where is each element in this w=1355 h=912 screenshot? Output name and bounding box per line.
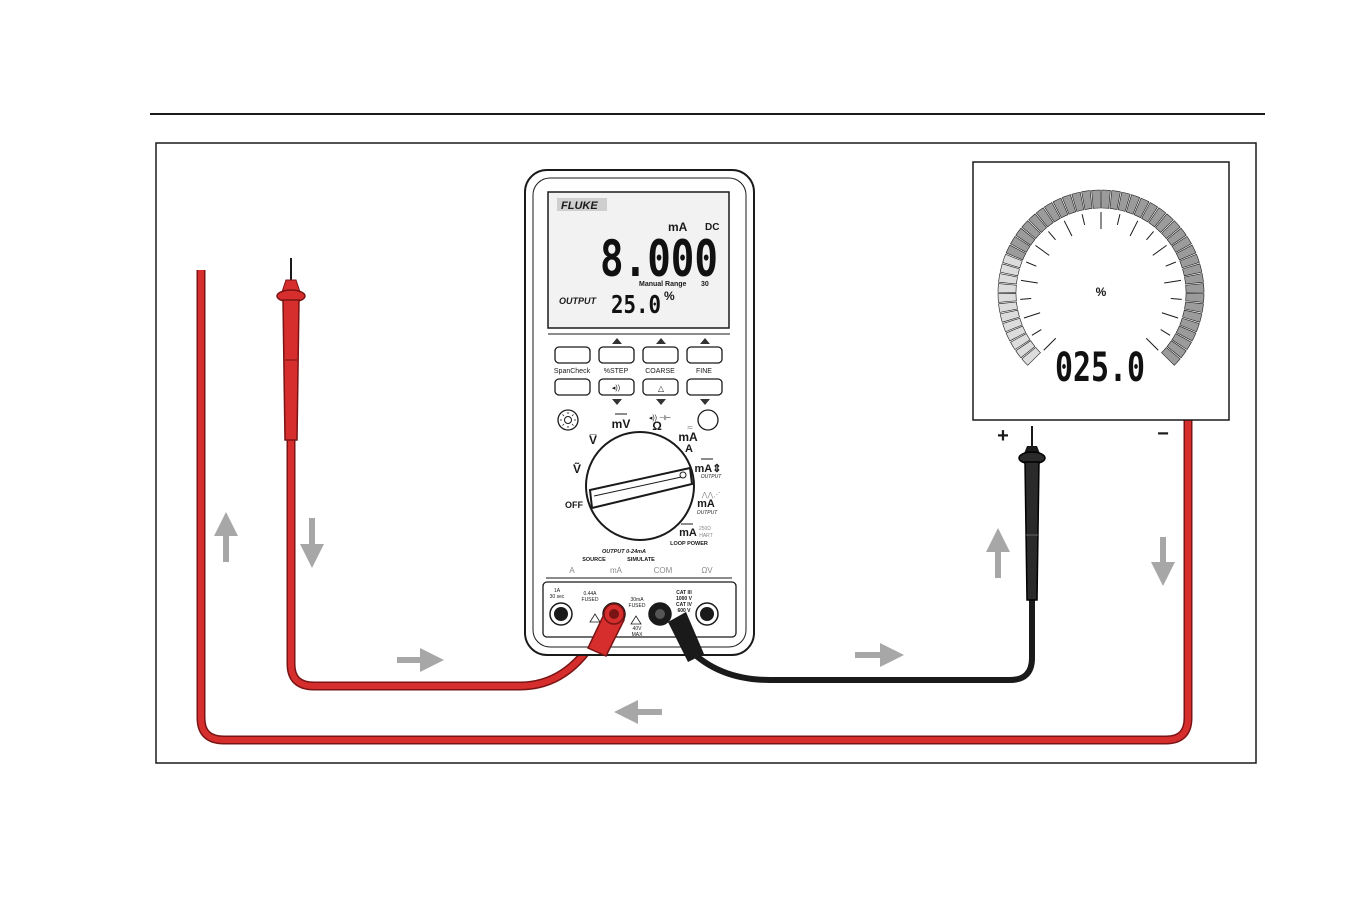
jack-source: SOURCE: [582, 557, 606, 563]
indicator-reading: 025.0: [1055, 345, 1145, 391]
dial-loop-power: LOOP POWER: [670, 541, 708, 547]
gauge-segment: [998, 294, 1016, 303]
hold-button[interactable]: [555, 379, 590, 395]
jack-a[interactable]: [550, 603, 572, 625]
spancheck-label: SpanCheck: [554, 368, 591, 375]
dial-ma-loop: mA: [679, 527, 697, 539]
lcd-percent-unit: %: [664, 289, 675, 303]
fine-label: FINE: [696, 368, 712, 375]
dial-ma-loop-250: 250Ω: [699, 526, 711, 532]
dial-ma-out-sub: OUTPUT: [701, 474, 723, 480]
dial-v-ac: Ṽ: [573, 461, 581, 476]
dial-ma-loop-hart: HART: [699, 533, 713, 539]
beeper-icon: ◂)): [612, 385, 620, 392]
jack-v-ohm[interactable]: [696, 603, 718, 625]
jack-fuse-30-fused: FUSED: [629, 603, 646, 609]
jack-rating-30sec: 30 sec: [550, 594, 565, 600]
delta-icon: △: [658, 384, 665, 393]
gauge-segment: [1102, 190, 1111, 208]
spancheck-button[interactable]: [555, 347, 590, 363]
fine-button[interactable]: [687, 347, 722, 363]
gauge-segment: [998, 284, 1016, 293]
jack-output-label: OUTPUT 0-24mA: [602, 549, 646, 555]
coarse-button[interactable]: [643, 347, 678, 363]
rotary-selector-knob[interactable]: [586, 432, 694, 540]
lcd-range-value: 30: [701, 281, 709, 288]
indicator-unit: %: [1096, 285, 1107, 299]
multimeter: FLUKE mA DC 8.000 Manual Range 30 OUTPUT…: [525, 170, 754, 662]
lcd-percent-reading: 25.0: [611, 290, 661, 319]
jack-com-label: COM: [654, 566, 673, 575]
jack-max: MAX: [632, 632, 644, 638]
range-button[interactable]: [687, 379, 722, 395]
gauge-segment: [1186, 294, 1204, 303]
jack-simulate: SIMULATE: [627, 557, 655, 563]
gauge-segment: [1092, 190, 1101, 208]
jack-a-label: A: [569, 566, 575, 575]
lcd-range-label: Manual Range: [639, 281, 687, 288]
loop-indicator: % 025.0: [973, 162, 1229, 420]
jack-ma-label: mA: [610, 566, 623, 575]
gauge-segment: [1186, 284, 1204, 293]
jack-ohm-v-label: ΩV: [701, 566, 713, 575]
dial-off: OFF: [565, 500, 583, 510]
dial-mv: mV: [612, 417, 631, 431]
jack-fuse-044-fused: FUSED: [582, 597, 599, 603]
lcd-main-reading: 8.000: [600, 230, 718, 288]
lcd-output-label: OUTPUT: [559, 296, 598, 306]
step-label: %STEP: [604, 368, 629, 375]
step-button[interactable]: [599, 347, 634, 363]
dial-ohm: Ω: [652, 419, 662, 433]
negative-terminal-label: −: [1157, 423, 1169, 445]
backlight-button[interactable]: [558, 410, 578, 430]
brand-logo: FLUKE: [561, 200, 598, 212]
coarse-label: COARSE: [645, 368, 675, 375]
dial-v-dc: V̅: [589, 433, 597, 447]
dial-ma-sim-sub: OUTPUT: [697, 510, 719, 516]
dial-ma-a-sub: A: [685, 443, 693, 455]
positive-terminal-label: +: [997, 425, 1009, 447]
dial-ma-sim: mA: [697, 498, 715, 510]
power-button[interactable]: [698, 410, 718, 430]
dial-ma-a: mA: [678, 430, 698, 444]
